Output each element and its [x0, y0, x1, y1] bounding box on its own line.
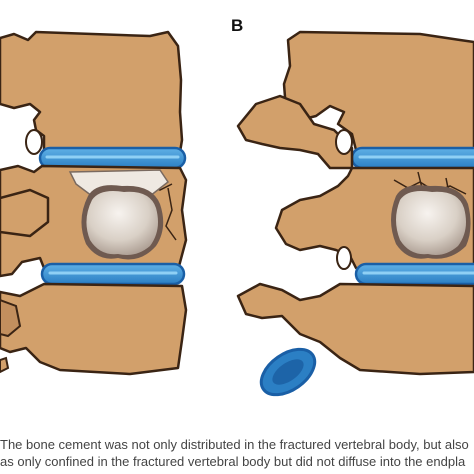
foramen-b-lower: [336, 246, 352, 270]
bone-cement-b: [391, 185, 471, 259]
lower-vertebra-b: [236, 282, 474, 376]
displaced-disc-b: [259, 347, 317, 397]
caption-line-2: as only confined in the fractured verteb…: [0, 454, 466, 469]
panel-label-b: B: [231, 16, 244, 35]
bone-cement-a: [81, 185, 164, 260]
lower-disc-b: [354, 262, 474, 286]
upper-disc-a: [38, 146, 187, 170]
caption-line-1: The bone cement was not only distributed…: [0, 437, 469, 452]
transverse-process-a: [0, 188, 50, 238]
foramen-a: [25, 129, 43, 155]
panel-a: [0, 30, 188, 376]
upper-vertebra-a: [0, 30, 184, 154]
lower-vertebra-a: [0, 282, 188, 376]
panel-b: [236, 30, 474, 397]
lower-disc-a: [40, 262, 186, 286]
small-fragment-a: [0, 356, 10, 374]
upper-disc-b: [350, 146, 474, 170]
spinous-process-a: [0, 298, 22, 338]
foramen-b-upper: [335, 129, 353, 155]
